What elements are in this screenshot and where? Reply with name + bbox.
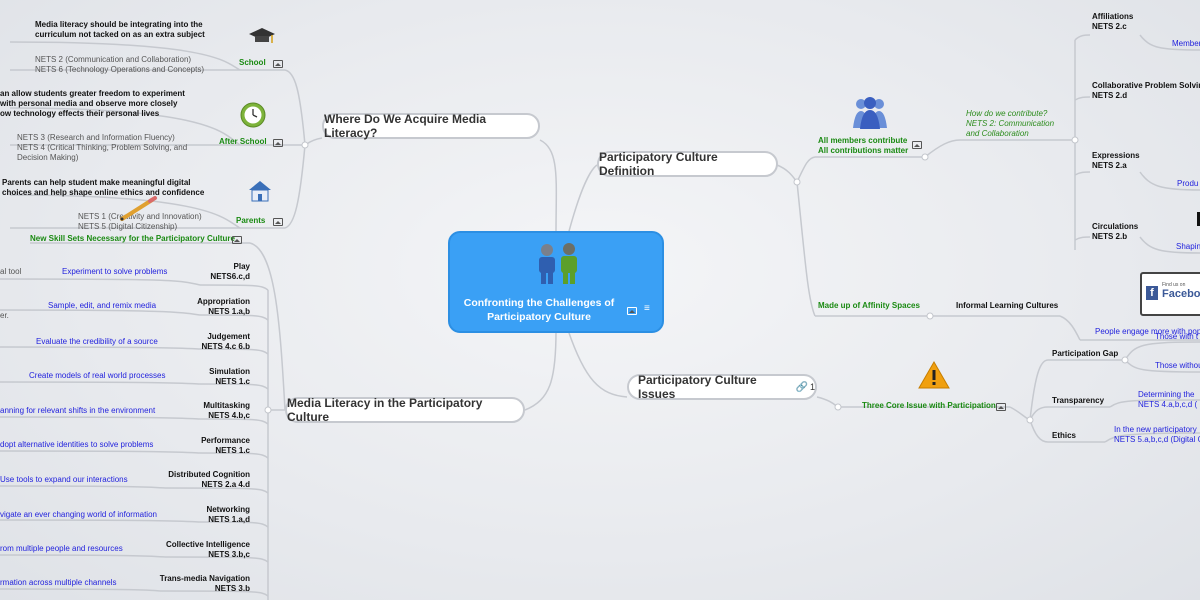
people-engage-note: People engage more with pop	[1095, 327, 1200, 336]
topic-media-literacy-participatory-culture[interactable]: Media Literacy in the Participatory Cult…	[285, 396, 525, 424]
node-how-do-we-contribute[interactable]: How do we contribute?NETS 2: Communicati…	[966, 109, 1055, 138]
school-note-2b: NETS 6 (Technology Operations and Concep…	[35, 65, 204, 74]
skill-play-desc: Experiment to solve problems	[62, 267, 168, 276]
school-note-2a: NETS 2 (Communication and Collaboration)	[35, 55, 192, 64]
node-affinity-spaces[interactable]: Made up of Affinity Spaces	[818, 301, 920, 310]
notes-icon[interactable]: ≡	[644, 303, 650, 314]
after-school-note-2a: NETS 3 (Research and Information Fluency…	[17, 133, 175, 142]
circulations-desc: Shapin	[1176, 242, 1200, 251]
node-school[interactable]: School	[239, 58, 266, 67]
facebook-small-text: Find us on	[1162, 282, 1186, 288]
image-attachment-icon[interactable]	[232, 236, 242, 244]
skill-distributed-cognition-desc: Use tools to expand our interactions	[0, 475, 128, 484]
parents-note-2b: NETS 5 (Digital Citizenship)	[78, 222, 178, 231]
after-school-note-2b: NETS 4 (Critical Thinking, Problem Solvi…	[17, 143, 188, 152]
parents-note-1a: Parents can help student make meaningful…	[2, 178, 191, 187]
image-attachment-icon[interactable]	[627, 307, 637, 315]
image-attachment-icon[interactable]	[273, 60, 283, 68]
after-school-note-2c: Decision Making)	[17, 153, 79, 162]
facebook-brand-text: Facebook	[1162, 288, 1200, 300]
central-topic[interactable]: Confronting the Challenges of Participat…	[448, 231, 664, 333]
link-icon[interactable]: 🔗	[795, 381, 808, 393]
node-three-core-issues[interactable]: Three Core Issue with Participation	[862, 401, 996, 410]
skill-performance-desc: dopt alternative identities to solve pro…	[0, 440, 154, 449]
node-new-skill-sets[interactable]: New Skill Sets Necessary for the Partici…	[30, 234, 235, 243]
expressions-desc: Produ	[1177, 179, 1199, 188]
issues-title: Participatory Culture Issues	[638, 373, 757, 401]
skill-appropriation-desc: Sample, edit, and remix media	[48, 301, 157, 310]
people-icon	[539, 243, 577, 284]
after-school-note-1a: an allow students greater freedom to exp…	[0, 89, 185, 98]
link-count: 1	[809, 382, 815, 392]
parents-note-1b: choices and help shape online ethics and…	[2, 188, 205, 197]
partial-image-thumbnail	[1197, 212, 1200, 226]
school-note-1a: Media literacy should be integrating int…	[35, 20, 203, 29]
image-attachment-icon[interactable]	[996, 403, 1006, 411]
warning-icon	[918, 361, 950, 389]
skill-trans-media-navigation-desc: rmation across multiple channels	[0, 578, 117, 587]
gap-with-note: Those with t	[1155, 332, 1199, 341]
people-group-icon	[853, 97, 887, 129]
topic-participatory-culture-definition[interactable]: Participatory Culture Definition	[597, 150, 778, 178]
central-title-line1: Confronting the Challenges of	[463, 297, 615, 309]
clock-icon	[240, 102, 266, 128]
node-informal-learning-cultures[interactable]: Informal Learning Cultures	[956, 301, 1059, 310]
central-title-line2: Participatory Culture	[487, 311, 591, 323]
node-parents[interactable]: Parents	[236, 216, 266, 225]
skill-judgement-desc: Evaluate the credibility of a source	[36, 337, 158, 346]
skill-networking-desc: vigate an ever changing world of informa…	[0, 510, 157, 519]
image-attachment-icon[interactable]	[273, 218, 283, 226]
skill-appropriation-extra: er.	[0, 311, 9, 320]
school-note-1b: curriculum not tacked on as an extra sub…	[35, 30, 205, 39]
node-transparency[interactable]: Transparency	[1052, 396, 1105, 405]
skill-simulation-desc: Create models of real world processes	[29, 371, 166, 380]
skill-play-extra: al tool	[0, 267, 22, 276]
node-ethics[interactable]: Ethics	[1052, 431, 1077, 440]
image-attachment-icon[interactable]	[273, 139, 283, 147]
after-school-note-1b: with personal media and observe more clo…	[0, 99, 178, 108]
skill-collective-intelligence-desc: rom multiple people and resources	[0, 544, 123, 553]
graduation-cap-icon	[249, 28, 275, 43]
node-participation-gap[interactable]: Participation Gap	[1052, 349, 1119, 358]
facebook-badge[interactable]: f Find us on Facebook	[1140, 272, 1200, 316]
gap-without-note: Those withou	[1155, 361, 1200, 370]
topic-participatory-culture-issues[interactable]: Participatory Culture Issues 🔗 1	[627, 373, 817, 401]
after-school-note-1c: ow technology effects their personal liv…	[0, 109, 160, 118]
image-attachment-icon[interactable]	[912, 141, 922, 149]
topic-where-acquire-media-literacy[interactable]: Where Do We Acquire Media Literacy?	[322, 112, 540, 140]
house-icon	[249, 181, 271, 202]
skill-multitasking-desc: anning for relevant shifts in the enviro…	[0, 406, 156, 415]
node-after-school[interactable]: After School	[219, 137, 267, 146]
affiliations-desc: Member	[1172, 39, 1200, 48]
pencil-icon	[120, 196, 157, 221]
facebook-logo-icon: f	[1146, 286, 1158, 300]
parents-note-2a: NETS 1 (Creativity and Innovation)	[78, 212, 202, 221]
